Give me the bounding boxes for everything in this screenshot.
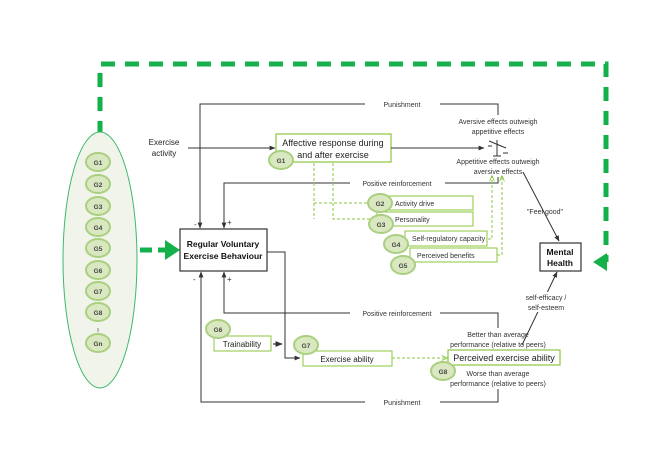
oval-gene-g8: G8 [85, 302, 111, 322]
gene-badge-g1-label: G1 [277, 158, 286, 165]
exercise-activity-label-2: activity [152, 149, 176, 158]
oval-gene-label: G6 [94, 268, 103, 275]
affective-response-text-1: Affective response during [282, 138, 383, 148]
oval-gene-g1: G1 [85, 152, 111, 172]
affective-gene-dashed-links [313, 163, 502, 256]
self-efficacy-label-2: self-esteem [528, 305, 564, 312]
affective-response-text-2: and after exercise [297, 150, 369, 160]
worse-than-average-label-1: Worse than average [467, 371, 530, 378]
gene-badge-g6: G6 [205, 319, 231, 339]
balance-scale-icon [488, 140, 508, 157]
feel-good-label: "Feel good" [527, 209, 564, 216]
gene-badge-g8: G8 [430, 361, 456, 381]
punishment-bottom-label: Punishment [384, 400, 421, 407]
mental-health-box [539, 242, 582, 272]
aversive-label-2: appetitive effects [472, 129, 525, 136]
self-efficacy-label-bg [525, 292, 567, 312]
punishment-bottom-line [440, 389, 499, 403]
regular-exercise-text-2: Exercise Behaviour [184, 251, 264, 261]
gene-badge-g5: G5 [390, 255, 416, 275]
better-than-average-label-1: Better than average [467, 332, 529, 339]
oval-gene-label: G4 [94, 225, 103, 232]
mental-health-text-1: Mental [547, 247, 574, 257]
punishment-top-label: Punishment [384, 102, 421, 109]
oval-gene-label: G3 [94, 204, 103, 211]
oval-gene-label: G2 [94, 182, 103, 189]
mental-health-green-arrowhead [593, 253, 607, 271]
gene-badge-g2: G2 [367, 193, 393, 213]
appetitive-label-1: Appetitive effects outweigh [456, 159, 539, 166]
genes-to-mental-health-dashed-loop [97, 61, 609, 262]
positive-reinforcement-top-line [445, 177, 499, 184]
gene-badge-g1: G1 [268, 150, 294, 170]
gene-badge-g3: G3 [368, 214, 394, 234]
gene-badge-g7-label: G7 [302, 343, 311, 350]
gene-badge-g4: G4 [383, 234, 409, 254]
genes-oval [62, 131, 138, 389]
feel-good-arrow [522, 171, 560, 242]
behaviour-to-exercise-ability-arrow [267, 251, 301, 361]
gene-badge-g2-label: G2 [376, 201, 385, 208]
punishment-top-line [440, 103, 499, 115]
genes-ellipsis: ⋮ [95, 327, 102, 335]
worse-than-average-label-2: performance (relative to peers) [450, 381, 546, 388]
reinforcement-bottom-sign: + [227, 275, 232, 284]
self-efficacy-label-1: self-efficacy / [526, 295, 567, 302]
oval-gene-g3: G3 [85, 196, 111, 216]
perceived-exercise-ability-label: Perceived exercise ability [453, 353, 555, 363]
punishment-top-sign: - [194, 220, 197, 229]
better-than-average-label-2: performance (relative to peers) [450, 342, 546, 349]
positive-reinforcement-top-arrow [221, 182, 350, 229]
oval-gene-gn: Gn [85, 333, 111, 353]
exercise-ability-label: Exercise ability [320, 355, 373, 364]
regular-exercise-text-1: Regular Voluntary [187, 239, 260, 249]
activity-drive-label: Activity drive [395, 201, 434, 208]
oval-gene-label: ⋮ [95, 327, 102, 335]
perceived-benefits-label: Perceived benefits [417, 253, 475, 260]
oval-gene-g6: G6 [85, 260, 111, 280]
punishment-bottom-sign: - [193, 275, 196, 284]
punishment-top-arrow [197, 103, 365, 229]
positive-reinforcement-bottom-line [440, 312, 499, 328]
trainability-label: Trainability [223, 340, 261, 349]
gene-badge-g5-label: G5 [399, 263, 408, 270]
aversive-label-1: Aversive effects outweigh [458, 119, 537, 126]
behaviour-green-arrowhead [165, 240, 180, 260]
oval-gene-g4: G4 [85, 217, 111, 237]
gene-badge-g4-label: G4 [392, 242, 401, 249]
perceived-exercise-ability-box [447, 349, 561, 366]
reinforcement-top-sign: + [227, 218, 232, 227]
positive-reinforcement-bottom-arrow [221, 271, 350, 314]
oval-gene-g2: G2 [85, 174, 111, 194]
punishment-bottom-arrow [198, 271, 365, 403]
oval-gene-label: G8 [94, 310, 103, 317]
perceived-benefits-box [409, 247, 498, 263]
oval-gene-label: G5 [94, 246, 103, 253]
oval-gene-label: Gn [93, 341, 102, 348]
gene-badge-g7: G7 [293, 335, 319, 355]
personality-label: Personality [395, 217, 430, 224]
gene-badge-g8-label: G8 [439, 369, 448, 376]
exercise-activity-label-1: Exercise [149, 138, 180, 147]
oval-gene-label: G7 [94, 289, 103, 296]
oval-gene-label: G1 [94, 160, 103, 167]
gene-badge-g3-label: G3 [377, 222, 386, 229]
mental-health-text-2: Health [547, 258, 573, 268]
positive-reinforcement-bottom-label: Positive reinforcement [362, 311, 431, 318]
trainability-box [213, 335, 272, 352]
affective-response-box [275, 133, 392, 163]
appetitive-label-2: aversive effects [474, 169, 523, 176]
self-regulatory-label: Self-regulatory capacity [412, 236, 486, 243]
gene-badge-g6-label: G6 [214, 327, 223, 334]
oval-gene-g5: G5 [85, 238, 111, 258]
oval-gene-g7: G7 [85, 281, 111, 301]
positive-reinforcement-top-label: Positive reinforcement [362, 181, 431, 188]
regular-exercise-behaviour-box [179, 228, 268, 272]
